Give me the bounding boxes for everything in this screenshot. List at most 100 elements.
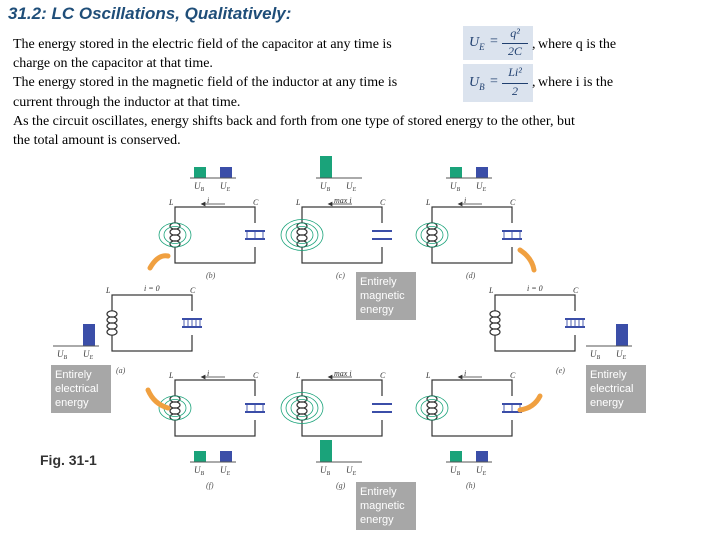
label-L-b: L [168, 198, 174, 207]
label-L-c: L [295, 198, 301, 207]
cycle-arrow-left-top [147, 253, 171, 271]
circuit-wire-h [431, 379, 513, 437]
bar-ub-d [450, 167, 462, 178]
text-line-6: the total amount is conserved. [13, 133, 181, 148]
cycle-arrow-left-bottom [145, 387, 171, 411]
panel-letter-2: (c) [336, 271, 345, 280]
text-line-3: The energy stored in the magnetic field … [13, 75, 398, 90]
label-L-g: L [295, 371, 301, 380]
bar-label-ue-e: UE [616, 349, 627, 361]
inductor-coil-e-3 [489, 328, 501, 336]
text-line-1: The energy stored in the electric field … [13, 37, 392, 52]
circuit-wire-e [494, 294, 576, 352]
circuit-wire-c [301, 206, 383, 264]
current-label-h: i [464, 369, 466, 378]
ue-denominator: 2C [507, 44, 522, 58]
circuit-wire-g [301, 379, 383, 437]
magnetic-field-line-g-3 [280, 392, 324, 424]
ub-equals: = [490, 74, 498, 89]
panel-letter-4: (e) [556, 366, 565, 375]
formula-magnetic-energy: UB = Li² 2 [463, 64, 533, 102]
magnetic-field-line-c-2 [285, 222, 319, 248]
bar-label-ub-a: UB [57, 349, 68, 361]
bar-ue-b [220, 167, 232, 178]
current-label-e: i = 0 [527, 284, 543, 293]
ue-comma: , [532, 37, 536, 52]
label-C-e: C [573, 286, 579, 295]
capacitor-gap-c [379, 223, 385, 247]
bar-label-ub-h: UB [450, 465, 461, 477]
bar-label-ub-b: UB [194, 181, 205, 193]
bar-ue-d [476, 167, 488, 178]
bar-ub-f [194, 451, 206, 462]
bar-ue-f [220, 451, 232, 462]
panel-letter-5: (f) [206, 481, 214, 490]
magnetic-field-line-h-2 [415, 395, 449, 421]
circuit-wire-a [111, 294, 193, 352]
bar-label-ub-g: UB [320, 465, 331, 477]
panel-letter-3: (d) [466, 271, 476, 280]
label-C-h: C [510, 371, 516, 380]
ub-numerator: Li² [508, 65, 522, 79]
bar-label-ue-f: UE [220, 465, 231, 477]
bar-label-ue-h: UE [476, 465, 487, 477]
text-line-1-tail: where q is the [538, 37, 617, 52]
text-line-4: current through the inductor at that tim… [13, 95, 241, 110]
bar-label-ub-c: UB [320, 181, 331, 193]
magnetic-field-line-f-2 [158, 395, 192, 421]
formula-electric-energy: UE = q² 2C [463, 26, 533, 60]
magnetic-field-line-h-1 [420, 399, 444, 417]
magnetic-field-line-b-2 [158, 222, 192, 248]
text-line-2: charge on the capacitor at that time. [13, 56, 213, 71]
bar-label-ub-e: UB [590, 349, 601, 361]
label-L-d: L [425, 198, 431, 207]
ub-sub: B [479, 81, 485, 92]
cycle-arrow-right-top [517, 247, 537, 273]
panel-letter-6: (g) [336, 481, 346, 490]
ub-comma: , [532, 75, 536, 90]
ub-denominator: 2 [512, 84, 518, 98]
label-C-f: C [253, 371, 259, 380]
bar-label-ue-c: UE [346, 181, 357, 193]
figure-caption: Fig. 31-1 [40, 452, 97, 468]
text-line-3-tail: where i is the [538, 75, 614, 90]
bar-label-ub-d: UB [450, 181, 461, 193]
panel-letter-1: (b) [206, 271, 216, 280]
panel-letter-7: (h) [466, 481, 476, 490]
bar-label-ue-g: UE [346, 465, 357, 477]
label-L-h: L [425, 371, 431, 380]
label-C-b: C [253, 198, 259, 207]
label-C-a: C [190, 286, 196, 295]
circuit-wire-f [174, 379, 256, 437]
bar-label-ue-b: UE [220, 181, 231, 193]
current-label-a: i = 0 [144, 284, 160, 293]
current-label-b: i [207, 196, 209, 205]
ue-numerator: q² [510, 26, 520, 40]
bar-label-ub-f: UB [194, 465, 205, 477]
text-line-5: As the circuit oscillates, energy shifts… [13, 114, 575, 129]
magnetic-field-line-c-3 [280, 219, 324, 251]
ue-sub: E [479, 41, 485, 52]
bar-ub-c [320, 156, 332, 178]
circuit-wire-b [174, 206, 256, 264]
magnetic-field-line-b-1 [163, 226, 187, 244]
bar-label-ue-a: UE [83, 349, 94, 361]
magnetic-field-line-d-1 [420, 226, 444, 244]
magnetic-field-line-c-1 [290, 226, 314, 244]
bar-ub-g [320, 440, 332, 462]
ue-equals: = [490, 34, 498, 49]
capacitor-gap-g [379, 396, 385, 420]
label-L-e: L [488, 286, 494, 295]
bar-ub-h [450, 451, 462, 462]
panel-letter-0: (a) [116, 366, 126, 375]
magnetic-field-line-g-1 [290, 399, 314, 417]
ue-lhs: U [469, 35, 480, 50]
bar-ue-e [616, 324, 628, 346]
current-label-g: max i [334, 369, 352, 378]
current-label-f: i [207, 369, 209, 378]
current-label-d: i [464, 196, 466, 205]
